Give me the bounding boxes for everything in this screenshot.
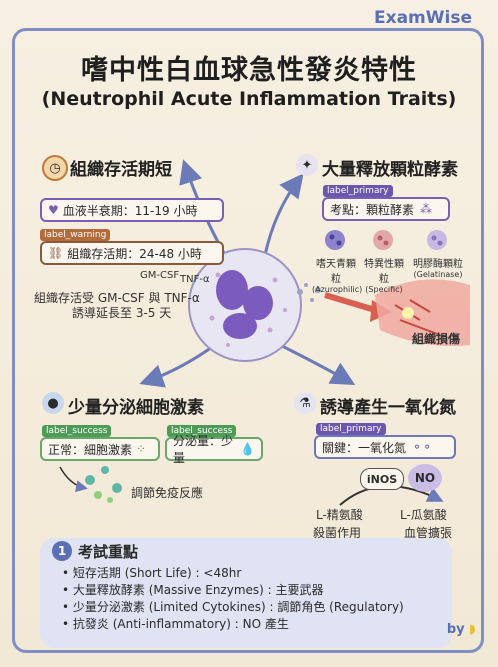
exam-item: 大量釋放酵素 (Massive Enzymes) : 主要武器 bbox=[62, 582, 404, 599]
kill-label: 殺菌作用 bbox=[313, 526, 362, 540]
granule3-label: 明膠酶顆粒 (Gelatinase) bbox=[413, 255, 463, 279]
survival-text: 組織存活期：24-48 小時 bbox=[67, 246, 202, 261]
molecule-icon: ⚬⚬ bbox=[412, 440, 433, 454]
granule1-name: 嗜天青顆粒 bbox=[316, 259, 356, 285]
success-tag-2: label_success bbox=[167, 425, 237, 437]
half-life-text: 血液半衰期：11-19 小時 bbox=[62, 203, 198, 218]
cytokine-particles bbox=[85, 466, 122, 503]
exam-item: 短存活期 (Short Life) : <48hr bbox=[62, 565, 404, 582]
short-life-note-1: 組織存活受 GM-CSF 與 TNF-α bbox=[34, 291, 200, 305]
primary-tag-enzymes: label_primary bbox=[323, 185, 393, 197]
brand-logo: ExamWise bbox=[368, 8, 478, 28]
burst-icon: ✦ bbox=[296, 154, 318, 176]
exam-title: 考試重點 bbox=[78, 543, 139, 561]
short-life-title: 組織存活期短 bbox=[70, 160, 172, 180]
exam-list: 短存活期 (Short Life) : <48hr 大量釋放酵素 (Massiv… bbox=[62, 565, 404, 633]
granule2-en: (Specific) bbox=[365, 285, 403, 294]
enzymes-title: 大量釋放顆粒酵素 bbox=[322, 160, 458, 180]
flask-icon: ⚗ bbox=[294, 392, 316, 414]
dots-icon: ⁘ bbox=[136, 442, 147, 456]
arrow-to-cytokines bbox=[139, 343, 216, 388]
normal-cytokine-text: 正常：細胞激素 bbox=[48, 442, 133, 457]
exam-item: 抗發炎 (Anti-inflammatory) : NO 產生 bbox=[62, 616, 404, 633]
exam-item: 少量分泌激素 (Limited Cytokines) : 調節角色 (Regul… bbox=[62, 599, 404, 616]
no-key-box: 關鍵：一氧化氮 ⚬⚬ bbox=[314, 435, 456, 459]
enzyme-key-box: 考點：顆粒酵素 ⁂ bbox=[322, 197, 450, 221]
normal-cytokine-box: 正常：細胞激素 ⁘ bbox=[40, 437, 160, 461]
arrow-to-enzymes bbox=[263, 173, 304, 256]
arginine-label: L-精氨酸 bbox=[316, 508, 363, 522]
cytokines-title: 少量分泌細胞激素 bbox=[68, 398, 204, 418]
heart-icon: ♥ bbox=[48, 203, 59, 217]
byline: by ◗ bbox=[447, 622, 476, 637]
granule1-en: (Azurophilic) bbox=[312, 285, 363, 294]
granule-azurophilic bbox=[325, 230, 345, 250]
success-tag-1: label_success bbox=[42, 425, 112, 437]
neutrophil-cell bbox=[188, 248, 302, 362]
border-frame bbox=[12, 28, 484, 653]
inos-badge: iNOS bbox=[360, 468, 404, 490]
short-life-note-2: 誘導延長至 3-5 天 bbox=[72, 306, 172, 320]
no-bubble: NO bbox=[408, 464, 442, 492]
half-life-box: ♥ 血液半衰期：11-19 小時 bbox=[40, 198, 224, 222]
regulate-label: 調節免疫反應 bbox=[131, 486, 204, 500]
arrow-to-no bbox=[279, 343, 356, 385]
warning-tag: label_warning bbox=[40, 229, 111, 241]
primary-tag-no: label_primary bbox=[316, 423, 386, 435]
exam-number: 1 bbox=[52, 541, 72, 561]
granule3-en: (Gelatinase) bbox=[413, 270, 463, 279]
page-title: 嗜中性白血球急性發炎特性 bbox=[81, 55, 417, 86]
enzyme-key-text: 考點：顆粒酵素 bbox=[330, 202, 415, 217]
granule-gelatinase bbox=[427, 230, 447, 250]
byline-text: by bbox=[446, 622, 465, 637]
amount-text: 分泌量：少量 bbox=[173, 434, 234, 465]
amount-box: 分泌量：少量 💧 bbox=[165, 434, 263, 465]
arrow-to-tissue bbox=[324, 292, 376, 313]
gmcsf-label: GM-CSF bbox=[140, 270, 180, 281]
survival-box: ⛓ 組織存活期：24-48 小時 bbox=[40, 241, 224, 265]
tnf-label: TNF-α bbox=[180, 274, 210, 285]
page-subtitle: (Neutrophil Acute Inflammation Traits) bbox=[41, 88, 457, 110]
no-key-text: 關鍵：一氧化氮 bbox=[322, 440, 407, 455]
droplet-icon: 💧 bbox=[240, 442, 255, 456]
link-icon: ⛓ bbox=[48, 246, 64, 260]
no-title: 誘導產生一氧化氮 bbox=[320, 398, 456, 418]
granule1-label: 嗜天青顆粒 (Azurophilic) bbox=[312, 255, 363, 294]
granules-icon: ⁂ bbox=[420, 202, 433, 216]
vaso-label: 血管擴張 bbox=[404, 526, 453, 540]
citrulline-label: L-瓜氨酸 bbox=[400, 508, 447, 522]
cells-icon: ● bbox=[42, 392, 64, 414]
granule-specific bbox=[373, 230, 393, 250]
granule2-label: 特異性顆粒 (Specific) bbox=[360, 255, 408, 294]
banana-icon: ◗ bbox=[469, 622, 476, 637]
tissue-damage-label: 組織損傷 bbox=[412, 332, 461, 346]
granule3-name: 明膠酶顆粒 bbox=[413, 259, 463, 270]
granule2-name: 特異性顆粒 bbox=[364, 259, 404, 285]
clock-icon: ◷ bbox=[42, 155, 68, 181]
damaged-tissue bbox=[375, 279, 470, 346]
